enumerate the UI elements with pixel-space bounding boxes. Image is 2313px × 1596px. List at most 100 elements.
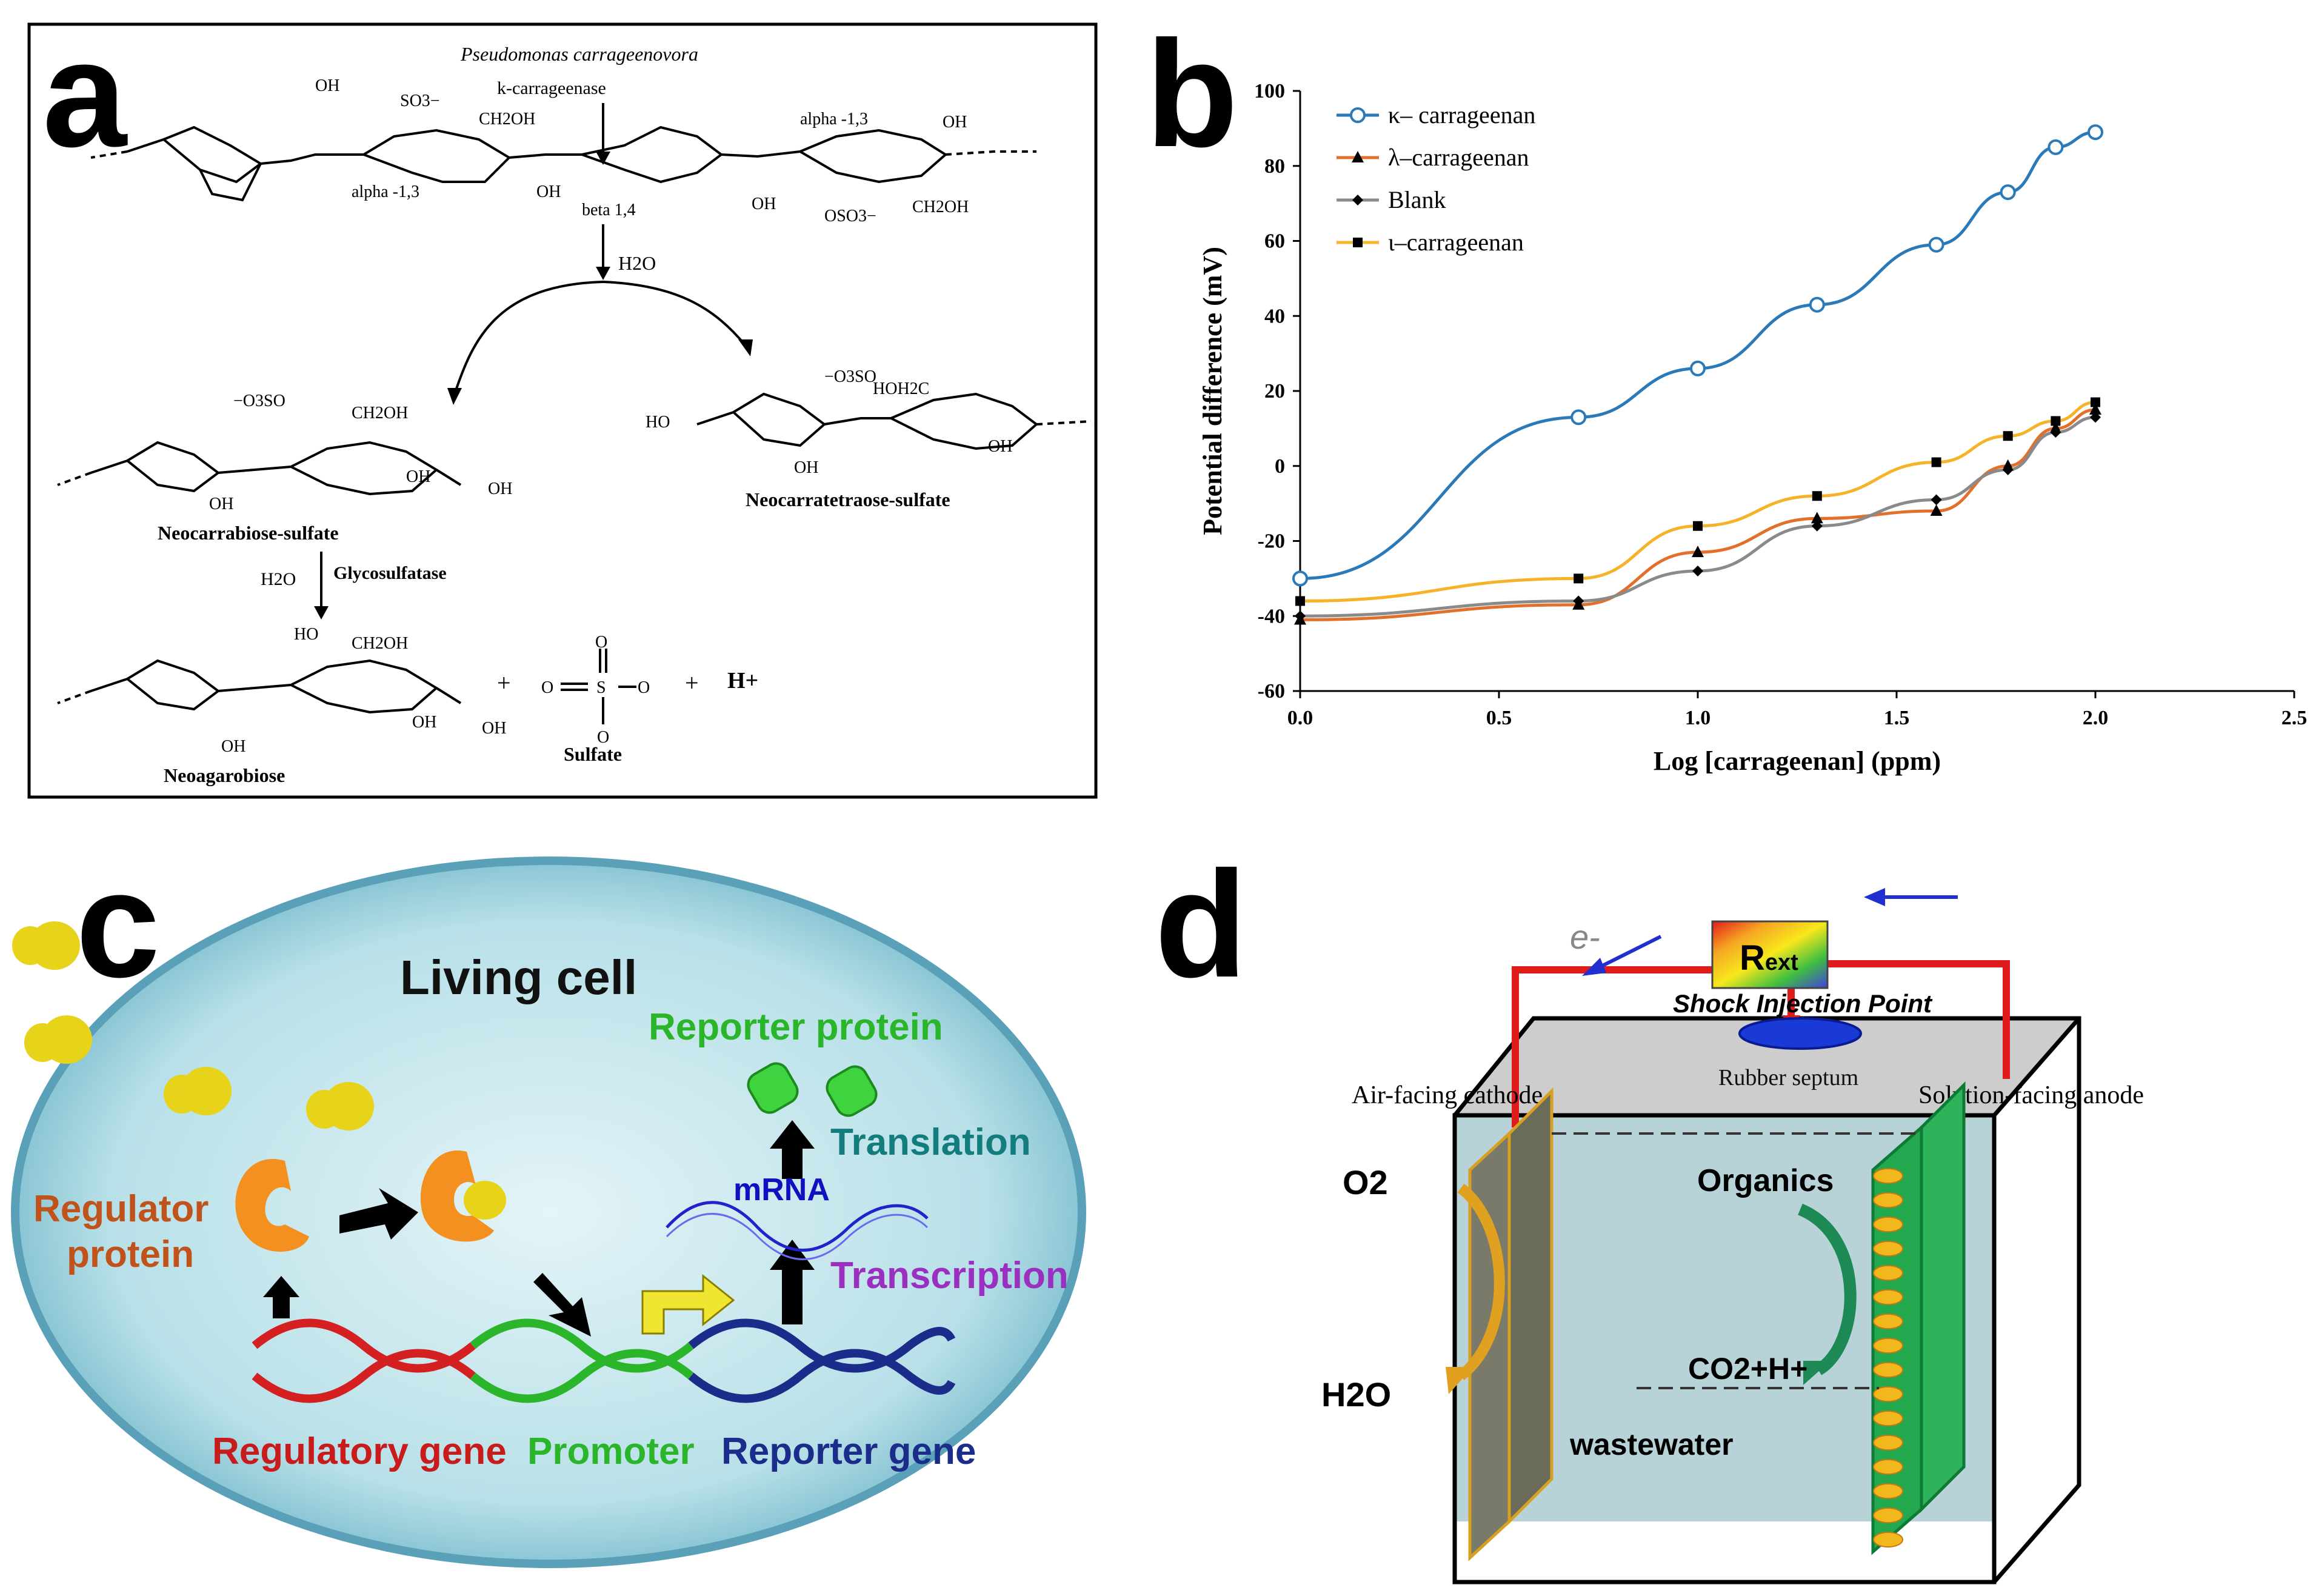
y-tick-label: -20	[1258, 530, 1285, 553]
so3-1: SO3−	[400, 92, 440, 110]
y-tick-label: 20	[1264, 380, 1285, 402]
oh-3: OH	[943, 113, 967, 132]
y-tick-label: 80	[1264, 155, 1285, 178]
oh-11: OH	[412, 713, 436, 732]
sulfate-label: Sulfate	[564, 743, 622, 765]
data-point	[2050, 427, 2061, 438]
cathode-label: Air-facing cathode	[1352, 1081, 1543, 1109]
sulfate-o-left: O	[541, 678, 553, 697]
hoh2c: HOH2C	[873, 379, 929, 398]
panel-a-reaction-scheme: Pseudomonas carrageenovora k-carrageenas…	[27, 22, 1098, 799]
x-tick-label: 1.0	[1685, 707, 1711, 729]
ho-1: HO	[646, 413, 670, 432]
organics-label: Organics	[1697, 1163, 1834, 1198]
oh-2: OH	[536, 182, 561, 201]
data-point	[1931, 494, 1942, 506]
svg-text:S: S	[596, 678, 606, 697]
data-point	[2051, 416, 2061, 426]
x-tick-label: 0.0	[1287, 707, 1313, 729]
bond-beta: beta 1,4	[582, 201, 636, 219]
data-point	[1693, 521, 1703, 531]
legend-label: κ– carrageenan	[1388, 101, 1535, 129]
data-point	[2088, 124, 2103, 141]
product-neoagarobiose: Neoagarobiose	[164, 764, 285, 786]
svg-text:+: +	[497, 669, 511, 696]
data-point	[1928, 236, 1944, 253]
transcription-label: Transcription	[830, 1255, 1069, 1297]
data-point	[1350, 107, 1366, 123]
panel-c-gene-reporter: Living cell Reporter protein Translation…	[11, 856, 1086, 1568]
ho-2: HO	[294, 625, 318, 644]
wastewater-label: wastewater	[1569, 1427, 1734, 1461]
series-line	[1300, 130, 2096, 580]
oh-4: OH	[752, 195, 776, 213]
product-neocarratetraose: Neocarratetraose-sulfate	[746, 489, 950, 510]
legend-label: ι–carrageenan	[1388, 229, 1524, 256]
product-neocarrabiose: Neocarrabiose-sulfate	[158, 522, 339, 544]
data-point	[1353, 238, 1363, 247]
black-arrows	[263, 1120, 815, 1337]
data-point	[1574, 573, 1584, 584]
regulator-protein-icon	[235, 1159, 309, 1252]
oh-6: OH	[406, 467, 430, 486]
data-point	[2090, 412, 2101, 423]
glycosulfatase-label: Glycosulfatase	[333, 563, 447, 583]
anode-plate	[1920, 1081, 1966, 1514]
y-tick-label: -60	[1258, 680, 1285, 703]
series-line	[1300, 408, 2096, 621]
ch2oh-1: CH2OH	[479, 110, 535, 129]
panel-c-letter: c	[76, 840, 161, 1009]
data-point	[1692, 566, 1703, 576]
x-tick-label: 0.5	[1486, 707, 1512, 729]
data-point	[2000, 184, 2016, 201]
enzyme-label: k-carrageenase	[497, 78, 606, 98]
y-axis-label: Potential difference (mV)	[1198, 247, 1227, 535]
y-tick-label: 0	[1275, 455, 1285, 478]
reporter-protein-icon	[747, 1062, 878, 1117]
ch2oh-2: CH2OH	[912, 198, 969, 216]
translation-label: Translation	[830, 1121, 1031, 1163]
data-point	[1352, 151, 1364, 162]
x-tick-label: 2.0	[2083, 707, 2109, 729]
x-tick-label: 2.5	[2281, 707, 2308, 729]
regulator-protein-label-2: protein	[67, 1234, 194, 1275]
svg-text:+: +	[685, 669, 699, 696]
o2-label: O2	[1343, 1163, 1388, 1201]
injection-label: Shock Injection Point	[1673, 989, 1933, 1018]
cell-title: Living cell	[400, 950, 637, 1004]
resistor-label: Rext	[1740, 938, 1798, 978]
regulatory-gene-label: Regulatory gene	[212, 1431, 507, 1472]
data-point	[2003, 431, 2013, 441]
ch2oh-4: CH2OH	[352, 634, 408, 653]
sulfate-o-top: O	[595, 633, 607, 652]
electron-label: e-	[1570, 918, 1600, 956]
x-axis-label: Log [carrageenan] (ppm)	[1654, 746, 1941, 776]
mrna-label: mRNA	[733, 1172, 830, 1207]
reporter-protein-label: Reporter protein	[649, 1006, 943, 1048]
data-point	[1931, 457, 1941, 467]
series-line	[1300, 401, 2096, 603]
organics-arrow	[1797, 1203, 1857, 1375]
h2o-label: H2O	[1321, 1375, 1391, 1414]
oso3-1: OSO3−	[824, 207, 876, 225]
y-tick-label: 40	[1264, 305, 1285, 327]
data-point	[1809, 296, 1825, 313]
y-tick-label: 60	[1264, 230, 1285, 253]
data-point	[1352, 195, 1363, 205]
sulfate-o-right: O	[638, 678, 650, 697]
oh-9: OH	[988, 437, 1012, 456]
oh-10: OH	[221, 737, 245, 756]
sulfate-o-bottom: O	[597, 728, 609, 747]
data-point	[1295, 596, 1305, 606]
legend-label: λ–carrageenan	[1388, 144, 1529, 171]
data-point	[1811, 512, 1823, 524]
bound-regulator-icon	[420, 1150, 494, 1242]
data-point	[1812, 491, 1822, 501]
ch2oh-3: CH2OH	[352, 404, 408, 422]
panel-b-letter: b	[1146, 9, 1238, 178]
mrna-strand	[666, 1201, 929, 1252]
septum-label: Rubber septum	[1718, 1065, 1858, 1090]
oh-1: OH	[315, 76, 339, 95]
oh-7: OH	[488, 479, 512, 498]
data-point	[1570, 409, 1587, 426]
